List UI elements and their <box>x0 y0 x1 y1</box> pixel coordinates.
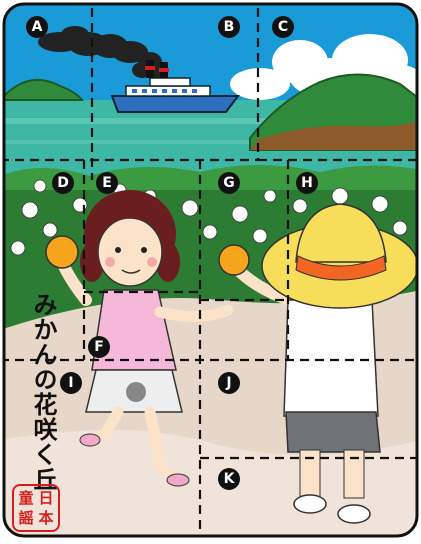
steamship <box>110 60 240 113</box>
piece-label-k[interactable]: K <box>218 468 240 490</box>
piece-label-h[interactable]: H <box>296 172 318 194</box>
piece-label-d[interactable]: D <box>52 172 74 194</box>
piece-label-f[interactable]: F <box>88 336 110 358</box>
piece-label-b[interactable]: B <box>218 16 240 38</box>
girl-figure <box>45 190 234 487</box>
girl-orange <box>45 235 79 269</box>
boy-orange <box>218 244 250 276</box>
puzzle-card-border <box>2 2 419 538</box>
piece-label-c[interactable]: C <box>272 16 294 38</box>
red-seal-stamp: 日 本 童 謡 <box>12 484 60 532</box>
boy-figure <box>218 203 417 524</box>
piece-label-e[interactable]: E <box>96 172 118 194</box>
song-title: みかんの花咲く丘 <box>29 292 58 492</box>
piece-label-i[interactable]: I <box>60 372 82 394</box>
piece-label-g[interactable]: G <box>218 172 240 194</box>
puzzle-cut-lines <box>4 8 417 536</box>
left-island <box>4 79 85 101</box>
piece-label-a[interactable]: A <box>26 16 48 38</box>
piece-label-j[interactable]: J <box>218 372 240 394</box>
